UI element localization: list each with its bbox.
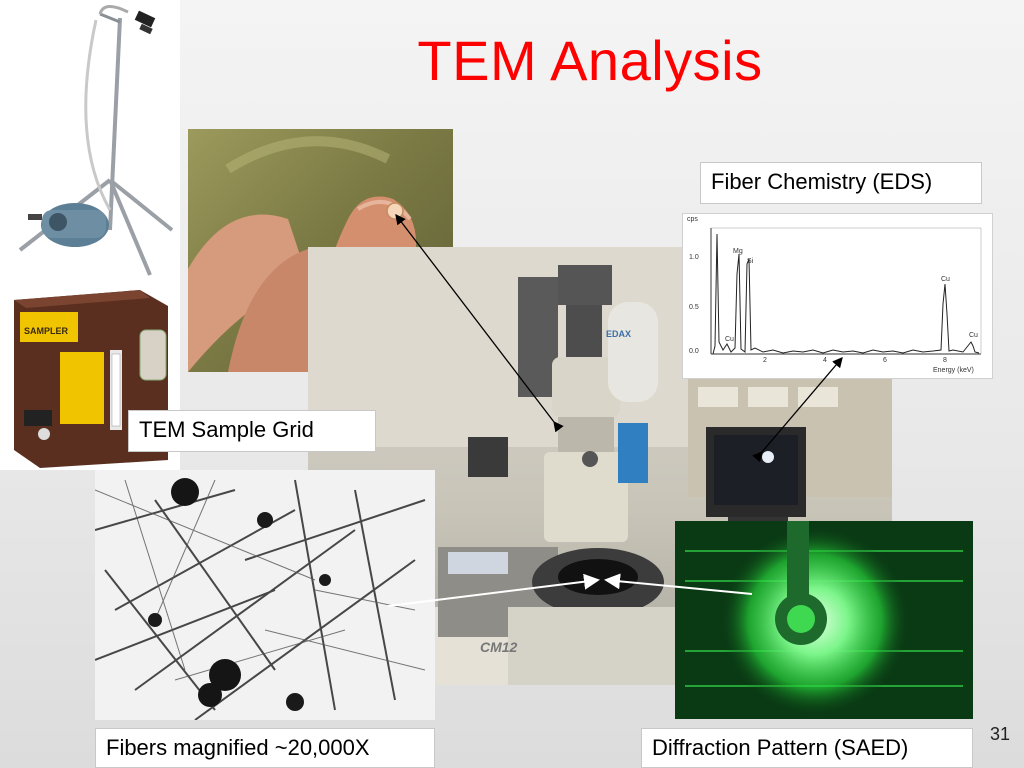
caption-diffraction-pattern: Diffraction Pattern (SAED) — [641, 728, 973, 768]
eds-x-tick-3: 6 — [883, 357, 887, 364]
arrow-grid-to-microscope — [395, 213, 564, 433]
air-sampler-pump-photo — [0, 0, 180, 290]
eds-peak-label-si: Si — [747, 258, 754, 265]
eds-peak-label-mg: Mg — [733, 248, 743, 255]
slide-title: TEM Analysis — [417, 29, 763, 92]
eds-y-unit: cps — [687, 216, 698, 223]
arrow-spectrum-to-monitor — [752, 357, 843, 463]
eds-peak-label-cu-1: Cu — [725, 336, 734, 343]
eds-peak-label-cu-2: Cu — [941, 276, 950, 283]
eds-x-tick-4: 8 — [943, 357, 947, 364]
slide-number: 31 — [989, 724, 1010, 744]
arrow-fibers-to-chamber — [387, 573, 600, 607]
eds-x-axis-label: Energy (keV) — [933, 367, 974, 374]
arrow-diffraction-to-chamber — [604, 573, 753, 595]
fibers-micrograph-photo — [95, 470, 435, 720]
eds-spectrum-chart: cps 1.0 0.5 0.0 Mg Si Cu Cu Cu 2 4 6 8 E… — [682, 213, 993, 379]
caption-tem-sample-grid: TEM Sample Grid — [128, 410, 376, 452]
sampler-label: SAMPLER — [24, 326, 69, 336]
eds-y-tick-1: 1.0 — [689, 254, 699, 261]
diffraction-pattern-photo — [675, 521, 973, 719]
microscope-model-label: CM12 — [480, 639, 518, 655]
caption-fibers-magnified: Fibers magnified ~20,000X — [95, 728, 435, 768]
eds-y-tick-3: 0.0 — [689, 348, 699, 355]
eds-y-tick-2: 0.5 — [689, 304, 699, 311]
caption-fiber-chemistry: Fiber Chemistry (EDS) — [700, 162, 982, 204]
eds-peak-label-cu-3: Cu — [969, 332, 978, 339]
edax-label: EDAX — [606, 329, 632, 339]
